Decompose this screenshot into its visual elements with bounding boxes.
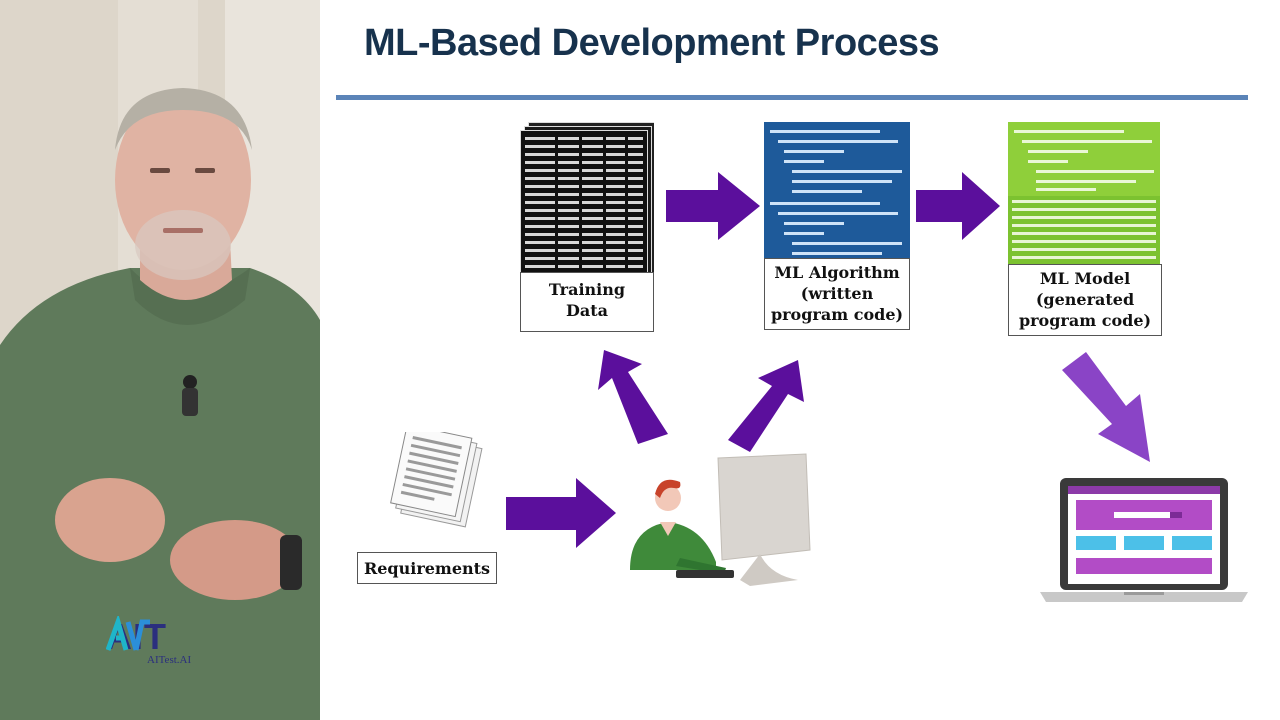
- presenter-video: AIT AITest.AI: [0, 0, 320, 720]
- arrow-developer-to-training: [598, 350, 668, 444]
- arrows-layer: [320, 0, 1280, 720]
- laptop-webapp-icon: [1038, 476, 1250, 606]
- arrow-algorithm-to-model: [916, 172, 1000, 240]
- ait-logo-icon: [106, 616, 152, 654]
- logo-subtitle: AITest.AI: [147, 654, 191, 666]
- slide: ML-Based Development Process: [320, 0, 1280, 720]
- presenter-figure: [0, 0, 320, 720]
- arrow-requirements-to-developer: [506, 478, 616, 548]
- arrow-developer-to-algorithm: [728, 360, 804, 452]
- arrow-training-to-algorithm: [666, 172, 760, 240]
- ait-logo: AIT: [106, 616, 167, 658]
- arrow-model-to-laptop: [1062, 352, 1150, 462]
